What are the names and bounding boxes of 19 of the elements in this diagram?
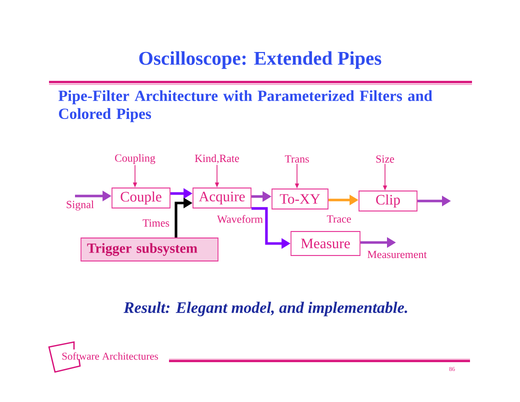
subsystem-box: Trigger subsystem [80, 238, 218, 262]
edge-label: Trace [326, 214, 352, 224]
parameter-label: Coupling [115, 154, 156, 164]
edge-label: Signal [65, 200, 95, 212]
edge-label: Times [142, 218, 170, 228]
filter-box: Acquire [192, 188, 252, 208]
subtitle: Pipe-Filter Architecture with Parameterized Filters and Colored Pipes [58, 90, 432, 122]
parameter-label: Kind,Rate [194, 154, 239, 164]
conclusion-text: Result: Elegant model, and implementable. [124, 302, 408, 316]
filter-box: To-XY [272, 188, 328, 210]
parameter-label: Trans [284, 155, 309, 163]
edge-label: Waveform [216, 214, 264, 224]
parameter-label: Size [376, 155, 394, 163]
footer-text: Software Architectures [62, 352, 158, 360]
edge-label: Measurement [366, 250, 428, 260]
filter-box: Couple [112, 188, 170, 208]
filter-box: Measure [290, 231, 360, 256]
filter-box: Clip [358, 190, 418, 212]
title: Oscilloscope: Extended Pipes [139, 51, 382, 69]
